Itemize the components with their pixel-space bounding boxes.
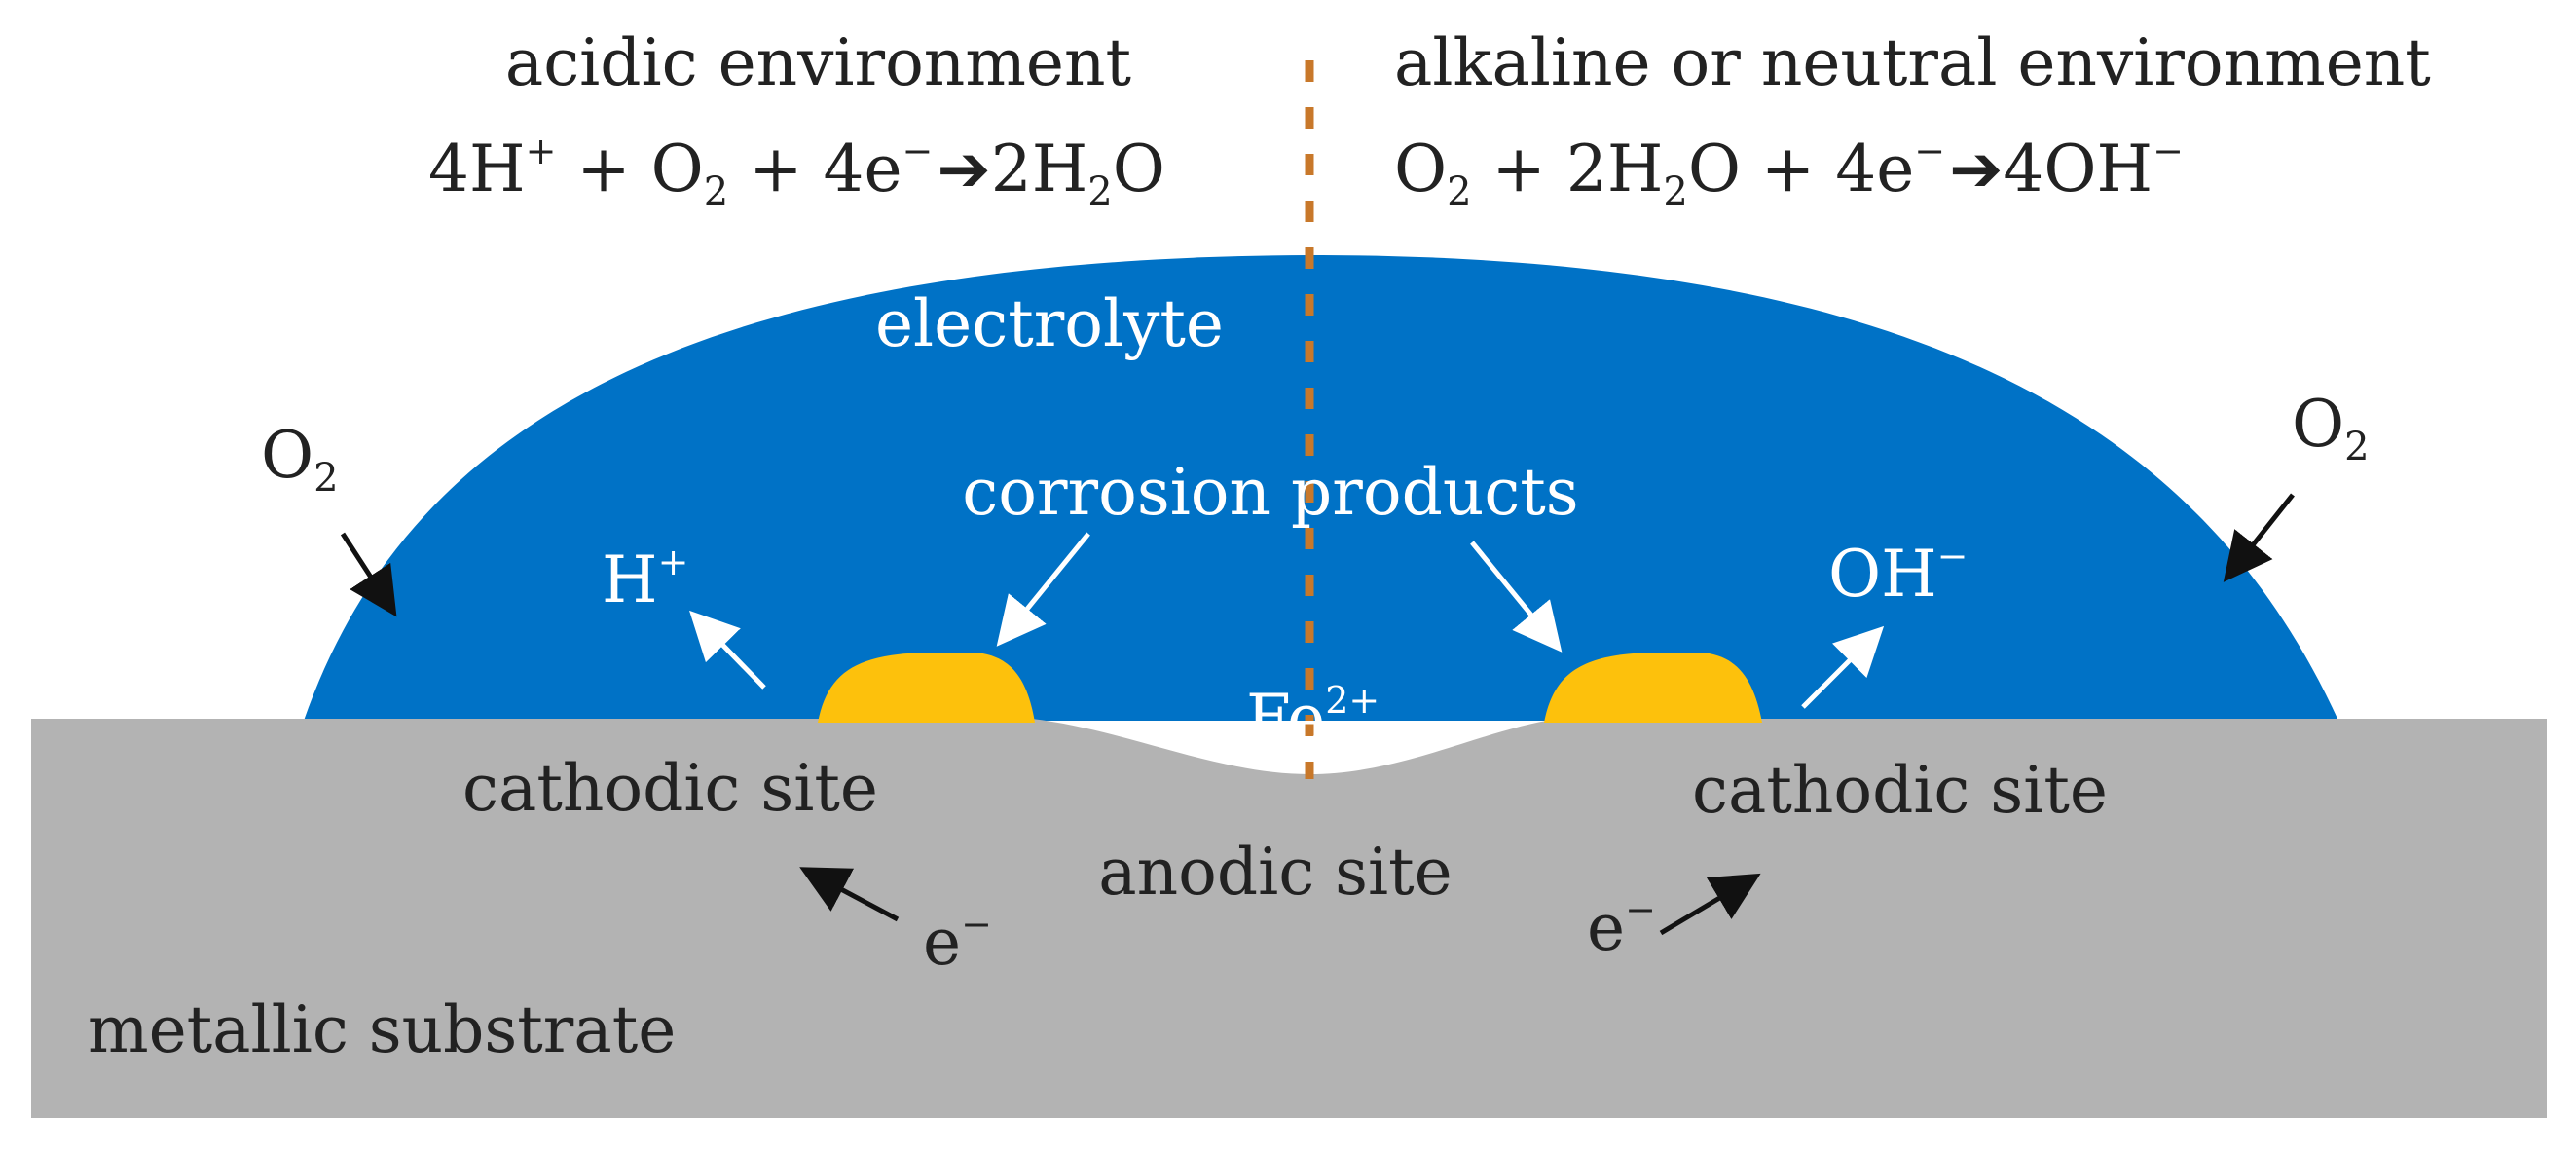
alkaline-reaction-equation: O2 + 2H2O + 4e−➔4OH−: [1394, 130, 2184, 214]
o2-right-label: O2: [2292, 387, 2370, 469]
cathodic-site-right-label: cathodic site: [1692, 753, 2108, 828]
o2-left-label: O2: [261, 418, 339, 501]
anodic-site-label: anodic site: [1098, 835, 1452, 910]
electrolyte-label: electrolyte: [875, 286, 1224, 361]
h-plus-arrow: [689, 610, 766, 690]
oh-minus-label: OH−: [1828, 535, 1969, 612]
corrosion-deposit-left: [818, 653, 1035, 723]
cathodic-site-left-label: cathodic site: [462, 751, 878, 826]
electrolyte-droplet: [304, 255, 2338, 721]
metallic-substrate: [31, 719, 2547, 1118]
acidic-environment-title: acidic environment: [505, 25, 1131, 100]
o2-left-arrow: [340, 532, 397, 617]
h-plus-label: H+: [602, 541, 688, 617]
corrosion-products-arrow-right: [1470, 541, 1563, 653]
electron-left-label: e−: [923, 903, 992, 980]
oh-minus-arrow: [1801, 625, 1885, 709]
alkaline-environment-title: alkaline or neutral environment: [1394, 25, 2431, 100]
o2-right-arrow: [2223, 493, 2295, 582]
metallic-substrate-label: metallic substrate: [88, 992, 676, 1067]
fe-ion-label: Fe2+: [1246, 679, 1380, 756]
corrosion-products-arrow-left: [996, 532, 1090, 647]
corrosion-deposit-right: [1544, 653, 1762, 723]
electron-arrow-right: [1659, 873, 1761, 936]
acidic-reaction-equation: 4H+ + O2 + 4e−➔2H2O: [428, 130, 1165, 214]
electron-arrow-left: [799, 867, 900, 922]
electron-right-label: e−: [1587, 888, 1656, 965]
corrosion-products-label: corrosion products: [962, 455, 1578, 530]
